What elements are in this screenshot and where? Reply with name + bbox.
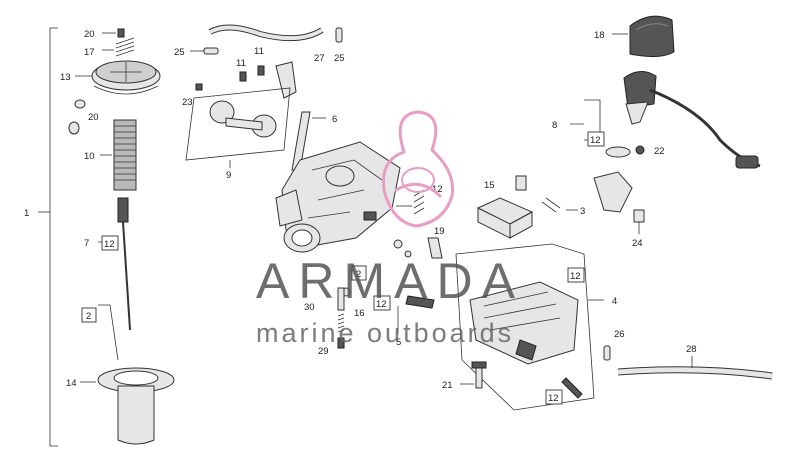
part-19-jet: [427, 237, 443, 259]
screwdriver-part: [561, 377, 583, 399]
callout-15: 15: [484, 180, 495, 191]
callout-label-12: 12: [548, 393, 559, 404]
choke-holder: [593, 171, 633, 213]
callout-16: 16: [354, 308, 365, 319]
part-12-spring-center: [396, 189, 425, 215]
part-5-screw: [397, 295, 435, 334]
watermark-tagline: marine outboards: [256, 318, 514, 348]
callout-8: 8: [552, 120, 557, 131]
callout-18: 18: [594, 30, 605, 41]
part-21-bolt: [460, 361, 487, 389]
callout-3: 3: [580, 206, 585, 217]
part-15-plug: [515, 175, 527, 191]
callout-11: 11: [236, 58, 246, 69]
part-20-screw: [102, 28, 125, 38]
callout-box-12-box-top: 12: [567, 267, 585, 283]
callout-6: 6: [332, 114, 337, 125]
armada-logo-mark: [381, 110, 455, 228]
callout-label-2: 2: [356, 269, 361, 280]
part-10-spring: [100, 119, 137, 191]
callout-27: 27: [314, 53, 325, 64]
callout-box-2-left: 2: [81, 307, 97, 323]
part-9-frame: [185, 83, 291, 168]
callout-26: 26: [614, 329, 625, 340]
callout-7: 7: [84, 238, 89, 249]
part-13-cap: [75, 60, 161, 95]
callout-13: 13: [60, 72, 71, 83]
part-26-pin: [603, 345, 611, 361]
part-28-hose: [617, 356, 773, 380]
callout-30: 30: [304, 302, 315, 313]
callout-label-12: 12: [104, 239, 115, 250]
callout-label-2: 2: [86, 311, 91, 322]
part-17-spring: [102, 37, 135, 57]
group-1-bracket: [38, 27, 58, 447]
callout-17: 17: [84, 47, 95, 58]
part-11-screws: [239, 61, 297, 99]
callout-25: 25: [334, 53, 345, 64]
part-14-slide: [80, 367, 175, 445]
callout-label-12: 12: [590, 135, 601, 146]
callout-10: 10: [84, 151, 95, 162]
part-25-clip-left: [190, 47, 219, 55]
callout-1: 1: [24, 208, 29, 219]
callout-20: 20: [84, 29, 95, 40]
callout-12: 12: [432, 184, 443, 195]
part-25-clip-right: [335, 27, 343, 43]
callout-label-12: 12: [376, 299, 387, 310]
callout-21: 21: [442, 380, 453, 391]
callout-box-12-left: 12: [101, 235, 119, 251]
part-30-part-16-screws: [337, 287, 345, 349]
callout-22: 22: [654, 146, 665, 157]
callout-19: 19: [434, 226, 445, 237]
part-18-cover: [612, 15, 675, 58]
callout-28: 28: [686, 344, 697, 355]
callout-23: 23: [182, 97, 193, 108]
callout-box-12-center: 12: [373, 295, 391, 311]
callout-9: 9: [226, 170, 231, 181]
callout-label-12: 12: [570, 271, 581, 282]
callout-box-2-center: 2: [351, 265, 367, 281]
part-4-box-group: [455, 243, 604, 411]
callout-24: 24: [632, 238, 643, 249]
part-22-clip: [605, 145, 645, 158]
part-3-filter: [476, 197, 578, 239]
watermark-brand: ARMADA: [256, 253, 524, 309]
part-27-hose: [208, 24, 324, 42]
part-20-oring: [68, 99, 86, 135]
callout-11: 11: [254, 46, 264, 57]
callout-box-12-choke: 12: [587, 131, 605, 147]
callout-4: 4: [612, 296, 617, 307]
callout-box-12-box-bottom: 12: [545, 389, 563, 405]
part-2-seal: [98, 304, 119, 361]
callout-20: 20: [88, 112, 99, 123]
carburetor-body: [275, 141, 401, 253]
part-24-screw: [633, 209, 645, 234]
part-8-choke: [570, 71, 761, 169]
callout-25: 25: [174, 47, 185, 58]
callout-14: 14: [66, 378, 77, 389]
part-7-needle: [98, 197, 131, 331]
callout-5: 5: [396, 337, 401, 348]
callout-29: 29: [318, 346, 329, 357]
